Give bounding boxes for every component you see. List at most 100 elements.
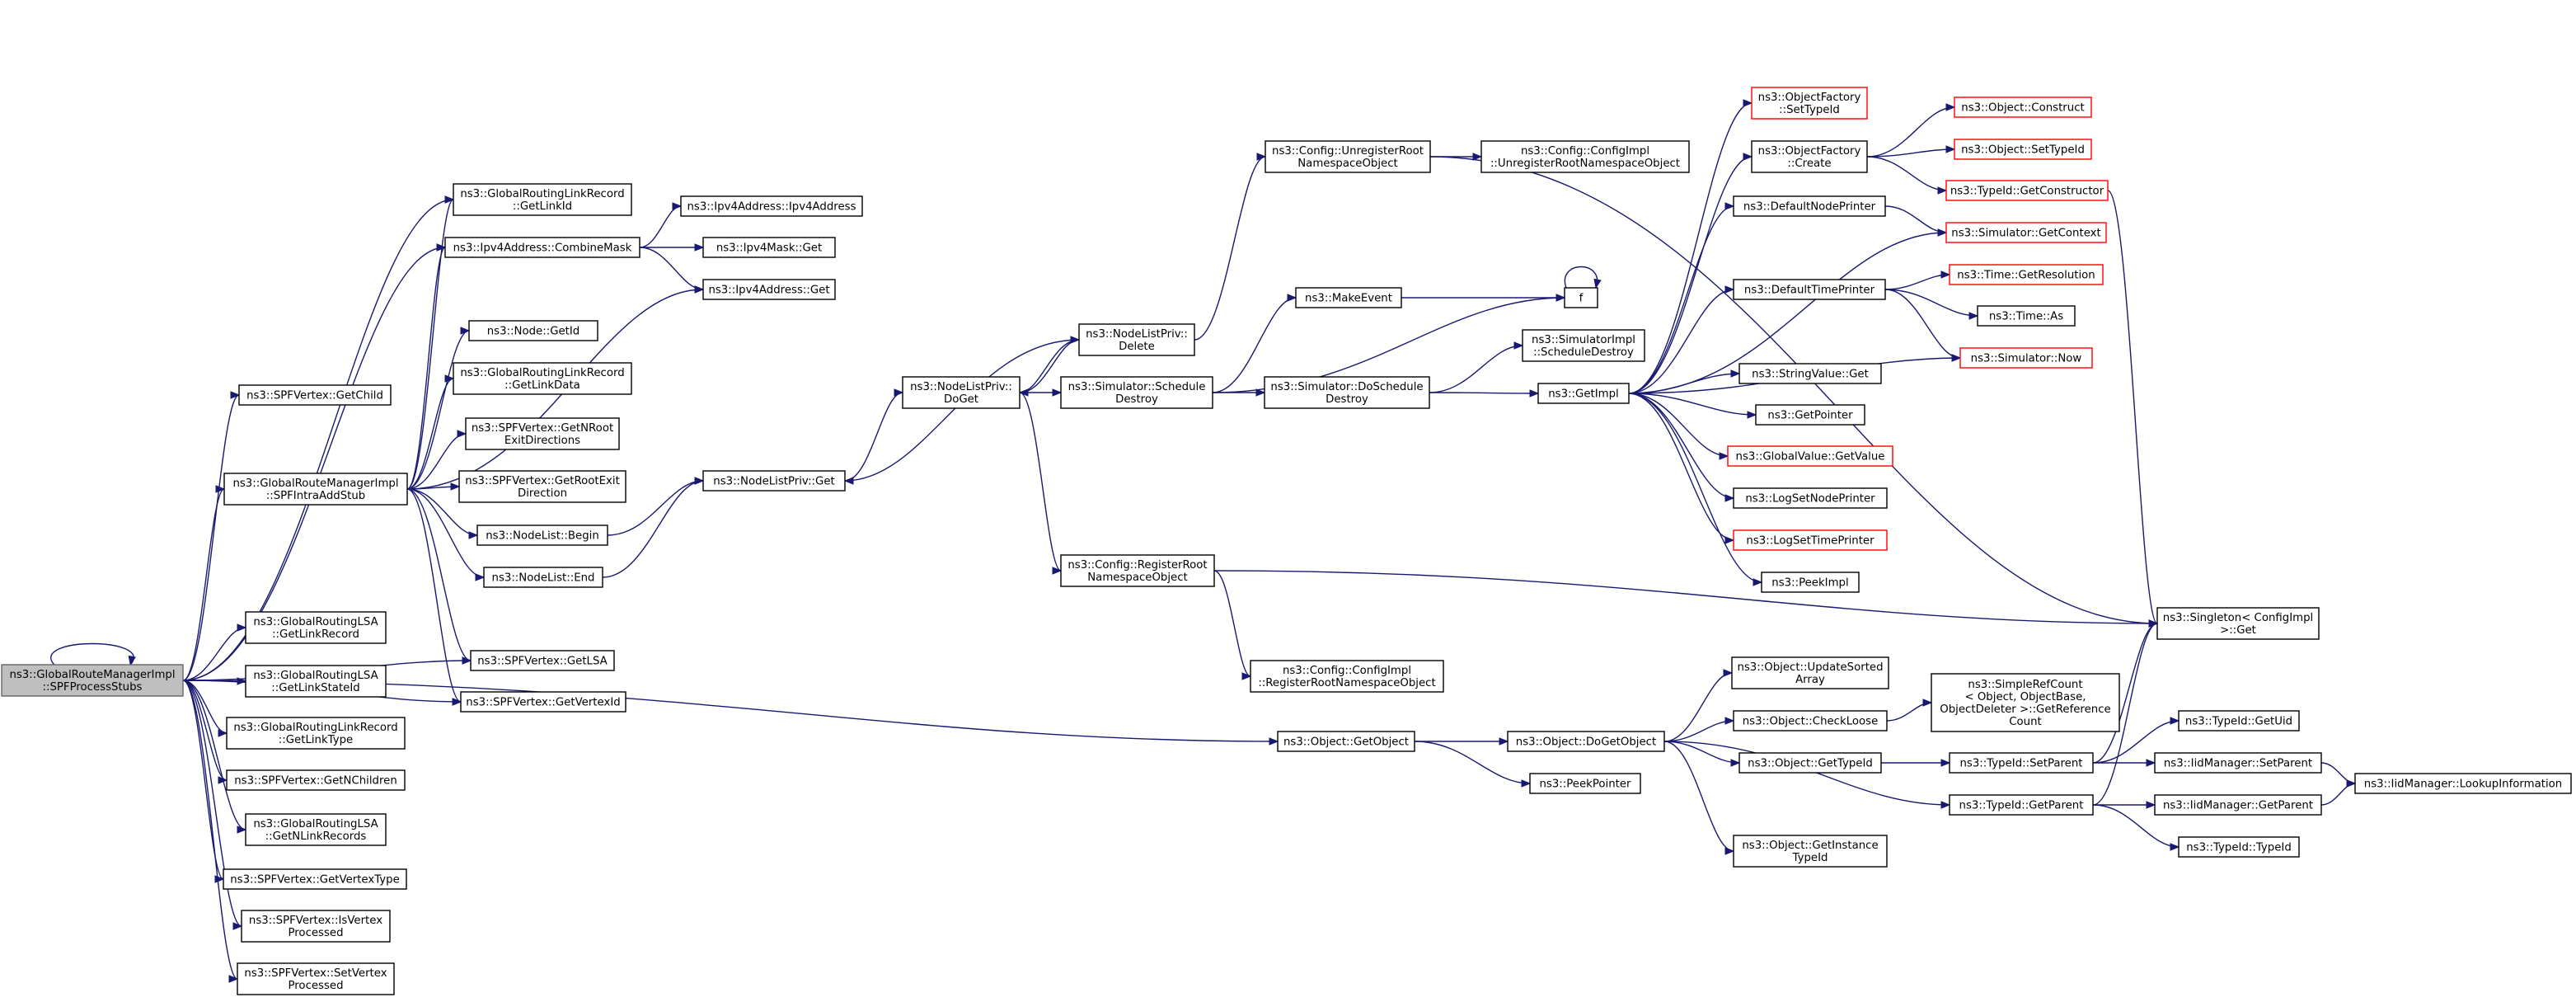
node-label: ns3::TypeId::GetUid: [2185, 716, 2292, 728]
node-simulator-now[interactable]: ns3::Simulator::Now: [1959, 347, 2093, 369]
node-combinemask[interactable]: ns3::Ipv4Address::CombineMask: [444, 237, 640, 258]
node-object-settypeid[interactable]: ns3::Object::SetTypeId: [1954, 139, 2092, 160]
node-typeid-getconstructor[interactable]: ns3::TypeId::GetConstructor: [1945, 180, 2109, 201]
node-stringvalue-get[interactable]: ns3::StringValue::Get: [1738, 363, 1882, 384]
node-f[interactable]: f: [1564, 287, 1598, 308]
node-ipv4addr-get[interactable]: ns3::Ipv4Address::Get: [702, 279, 836, 300]
edge-combinemask-to-ipv4addr-ctor: [639, 205, 682, 248]
node-peekpointer[interactable]: ns3::PeekPointer: [1529, 773, 1641, 794]
node-peekimpl[interactable]: ns3::PeekImpl: [1761, 572, 1860, 593]
node-simulator-getcontext[interactable]: ns3::Simulator::GetContext: [1945, 222, 2107, 243]
node-root[interactable]: ns3::GlobalRouteManagerImpl::SPFProcessS…: [1, 664, 184, 697]
edge-doschedule-destroy-to-simimpl-scheduledestroy: [1429, 345, 1523, 393]
node-lsa-linkrecord[interactable]: ns3::GlobalRoutingLSA::GetLinkRecord: [245, 611, 387, 644]
node-lsa-linkstateid[interactable]: ns3::GlobalRoutingLSA::GetLinkStateId: [245, 665, 387, 698]
node-getvertextype[interactable]: ns3::SPFVertex::GetVertexType: [223, 868, 407, 890]
node-registerroot[interactable]: ns3::Config::RegisterRootNamespaceObject: [1060, 554, 1215, 587]
node-defaultnodeprinter[interactable]: ns3::DefaultNodePrinter: [1733, 195, 1886, 217]
node-unregisterroot[interactable]: ns3::Config::UnregisterRootNamespaceObje…: [1265, 140, 1431, 173]
node-time-getresolution[interactable]: ns3::Time::GetResolution: [1949, 264, 2104, 285]
node-getvertexid[interactable]: ns3::SPFVertex::GetVertexId: [460, 691, 626, 713]
node-box: [483, 567, 603, 588]
node-label: ns3::IidManager::LookupInformation: [2364, 779, 2562, 791]
node-getobject[interactable]: ns3::Object::GetObject: [1277, 731, 1415, 752]
node-getimpl[interactable]: ns3::GetImpl: [1537, 383, 1630, 404]
node-simimpl-scheduledestroy[interactable]: ns3::SimulatorImpl::ScheduleDestroy: [1522, 329, 1645, 362]
node-impl-unregisterroot[interactable]: ns3::Config::ConfigImpl::UnregisterRootN…: [1480, 140, 1690, 173]
node-lr-getlinkdata[interactable]: ns3::GlobalRoutingLinkRecord::GetLinkDat…: [453, 362, 632, 395]
edge-getobject-to-dogetobject-arrowhead: [1499, 737, 1509, 746]
node-singleton-get[interactable]: ns3::Singleton< ConfigImpl >::Get: [2156, 607, 2320, 640]
node-box: [2354, 773, 2572, 794]
edge-getimpl-to-of-create-arrowhead: [1743, 153, 1753, 161]
node-logsetnodeprinter[interactable]: ns3::LogSetNodePrinter: [1733, 487, 1888, 509]
edge-spfintra-to-lr-getlinkid-arrowhead: [444, 195, 455, 204]
edge-nodelistend-to-nodelistpriv-get: [602, 480, 704, 578]
node-box: [1265, 140, 1431, 173]
node-typeid-getparent[interactable]: ns3::TypeId::GetParent: [1949, 794, 2094, 816]
node-ipv4mask-get[interactable]: ns3::Ipv4Mask::Get: [702, 237, 836, 258]
node-of-create[interactable]: ns3::ObjectFactory::Create: [1751, 140, 1868, 173]
node-getlsa[interactable]: ns3::SPFVertex::GetLSA: [470, 650, 615, 671]
edge-getimpl-to-stringvalue-get-arrowhead: [1730, 369, 1741, 378]
edge-delete-to-unregisterroot-arrowhead: [1256, 153, 1267, 161]
node-nodelistend[interactable]: ns3::NodeList::End: [483, 567, 603, 588]
node-spfintra[interactable]: ns3::GlobalRouteManagerImpl::SPFIntraAdd…: [223, 473, 408, 506]
node-label: ns3::Config::ConfigImpl: [1521, 145, 1649, 158]
node-defaulttimeprinter[interactable]: ns3::DefaultTimePrinter: [1733, 279, 1886, 300]
edge-registerroot-to-impl-registerroot: [1213, 570, 1251, 677]
edge-dogetobject-to-typeid-getparent-arrowhead: [1940, 801, 1951, 809]
edge-root-to-isvertexprocessed: [182, 680, 242, 927]
node-lr-gettype[interactable]: ns3::GlobalRoutingLinkRecord::GetLinkTyp…: [226, 717, 406, 750]
node-label: ns3::SPFVertex::GetNRoot: [472, 422, 613, 435]
node-ipv4addr-ctor[interactable]: ns3::Ipv4Address::Ipv4Address: [680, 195, 863, 217]
edge-typeid-getparent-to-typeid-typeid: [2092, 804, 2180, 848]
node-impl-registerroot[interactable]: ns3::Config::ConfigImpl::RegisterRootNam…: [1250, 660, 1444, 693]
node-typeid-typeid[interactable]: ns3::TypeId::TypeId: [2178, 836, 2300, 858]
node-delete[interactable]: ns3::NodeListPriv::Delete: [1078, 323, 1195, 356]
node-box: [465, 417, 620, 450]
node-getpointer[interactable]: ns3::GetPointer: [1755, 404, 1865, 426]
node-checkloose[interactable]: ns3::Object::CheckLoose: [1733, 710, 1888, 732]
node-object-construct[interactable]: ns3::Object::Construct: [1954, 96, 2092, 118]
node-makeevent[interactable]: ns3::MakeEvent: [1295, 287, 1402, 308]
node-of-settypeid[interactable]: ns3::ObjectFactory::SetTypeId: [1751, 87, 1868, 120]
node-dogetobject[interactable]: ns3::Object::DoGetObject: [1507, 731, 1665, 752]
edge-schedule-destroy-to-makeevent-arrowhead: [1287, 294, 1297, 302]
node-label: ns3::SPFVertex::GetChild: [246, 390, 383, 402]
node-box: [2156, 607, 2320, 640]
node-getnchildren[interactable]: ns3::SPFVertex::GetNChildren: [226, 769, 406, 791]
node-label: ns3::Time::As: [1989, 311, 2063, 323]
node-box: [1731, 656, 1889, 689]
node-typeid-getuid[interactable]: ns3::TypeId::GetUid: [2178, 710, 2300, 732]
node-simplerefcount[interactable]: ns3::SimpleRefCount< Object, ObjectBase,…: [1931, 673, 2120, 732]
node-logsettimeprinter[interactable]: ns3::LogSetTimePrinter: [1733, 529, 1888, 551]
node-schedule-destroy[interactable]: ns3::Simulator::ScheduleDestroy: [1060, 376, 1213, 409]
node-time-as[interactable]: ns3::Time::As: [1977, 305, 2076, 327]
node-object-gettypeid[interactable]: ns3::Object::GetTypeId: [1738, 752, 1882, 774]
node-box: [245, 611, 387, 644]
node-label: ns3::LogSetTimePrinter: [1746, 535, 1875, 548]
node-nodegetid[interactable]: ns3::Node::GetId: [468, 320, 598, 341]
node-typeid-setparent[interactable]: ns3::TypeId::SetParent: [1949, 752, 2094, 774]
node-doget[interactable]: ns3::NodeListPriv::DoGet: [902, 376, 1021, 409]
node-iidmanager-getparent[interactable]: ns3::IidManager::GetParent: [2154, 794, 2322, 816]
node-lookupinformation[interactable]: ns3::IidManager::LookupInformation: [2354, 773, 2572, 794]
node-getchild[interactable]: ns3::SPFVertex::GetChild: [238, 384, 392, 406]
node-iidmanager-setparent[interactable]: ns3::IidManager::SetParent: [2154, 752, 2322, 774]
node-getnlinkrecords[interactable]: ns3::GlobalRoutingLSA::GetNLinkRecords: [245, 813, 387, 846]
edge-root-to-getchild-arrowhead: [230, 391, 241, 399]
node-label: ::GetLinkData: [504, 379, 580, 392]
node-lr-getlinkid[interactable]: ns3::GlobalRoutingLinkRecord::GetLinkId: [453, 183, 632, 216]
node-nodelistpriv-get[interactable]: ns3::NodeListPriv::Get: [702, 470, 846, 492]
node-label: ns3::ObjectFactory: [1758, 145, 1861, 158]
node-nodelistbegin[interactable]: ns3::NodeList::Begin: [476, 525, 608, 546]
node-globalvalue-getvalue[interactable]: ns3::GlobalValue::GetValue: [1727, 445, 1893, 467]
